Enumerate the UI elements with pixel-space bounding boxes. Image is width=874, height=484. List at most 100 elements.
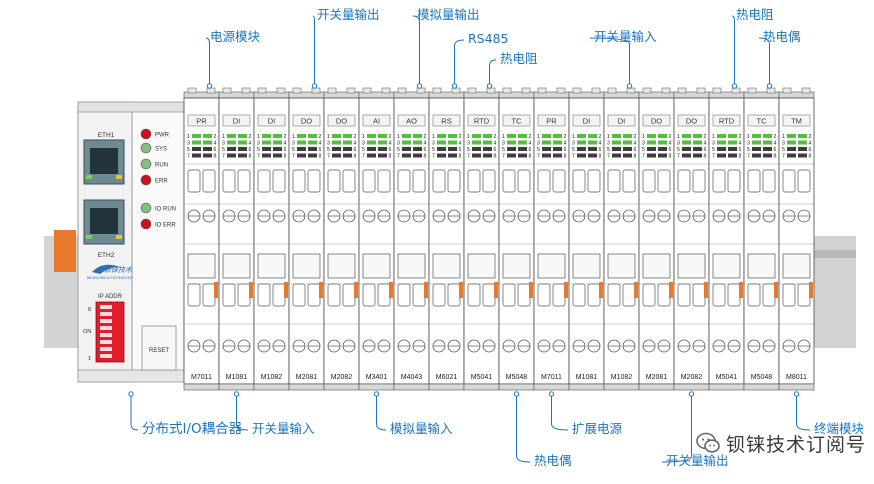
module-top-tab [696, 87, 706, 94]
module-top-tab [747, 87, 757, 94]
channel-led-icon [343, 134, 352, 138]
module-tag-box [572, 114, 601, 127]
channel-led-icon [542, 153, 551, 158]
module-tag-box [327, 114, 356, 127]
channel-led-icon [693, 140, 702, 145]
channel-number: 5 [782, 147, 785, 153]
channel-led-icon [227, 134, 236, 138]
channel-led-icon [763, 147, 772, 151]
channel-number: 4 [424, 141, 427, 147]
clamp-release-tab [257, 283, 271, 307]
channel-number: 7 [712, 154, 715, 160]
channel-number: 7 [187, 154, 190, 160]
channel-number: 2 [739, 134, 742, 140]
led-label: IO ERR [155, 222, 176, 228]
module-model-label: M1081 [226, 374, 248, 381]
channel-led-icon [413, 134, 422, 138]
module-bottom-cap [183, 383, 220, 391]
channel-number: 6 [319, 147, 322, 153]
channel-number: 1 [222, 134, 225, 140]
channel-led-icon [623, 147, 632, 151]
clamp-release-tab [257, 169, 271, 193]
clamp-release-tab [797, 283, 811, 307]
channel-led-icon [623, 153, 632, 158]
module-clip [607, 253, 636, 279]
channel-led-icon [343, 147, 352, 151]
channel-led-icon [227, 147, 236, 151]
channel-led-icon [378, 134, 387, 138]
channel-led-icon [238, 140, 247, 145]
module-tag-label: DI [268, 117, 276, 126]
clamp-release-tab [237, 283, 251, 307]
module-bottom-cap [743, 383, 780, 391]
channel-number: 3 [467, 141, 470, 147]
channel-led-icon [553, 140, 562, 145]
channel-number: 6 [809, 147, 812, 153]
channel-led-icon [262, 140, 271, 145]
module-top-tab [607, 87, 617, 94]
channel-led-icon [553, 153, 562, 158]
module-bottom-cap [778, 383, 815, 391]
leader-line-top [312, 15, 315, 86]
channel-number: 8 [249, 154, 252, 160]
channel-led-icon [297, 147, 306, 151]
clamp-release-tab [607, 169, 621, 193]
channel-number: 4 [319, 141, 322, 147]
annotation-label-top: 开关量输入 [594, 29, 657, 44]
channel-number: 3 [327, 141, 330, 147]
channel-led-icon [798, 140, 807, 145]
brand-logo-icon [92, 264, 122, 274]
channel-number: 6 [529, 147, 532, 153]
module-top-tab [556, 87, 566, 94]
module-top-tab [362, 87, 372, 94]
module-model-label: M2081 [296, 374, 318, 381]
clamp-release-tab [747, 169, 761, 193]
clamp-release-tab [307, 169, 321, 193]
channel-led-icon [437, 140, 446, 145]
channel-led-icon [332, 140, 341, 145]
channel-number: 6 [424, 147, 427, 153]
clamp-release-tab [692, 283, 706, 307]
channel-led-icon [378, 153, 387, 158]
module-bottom-cap [323, 383, 360, 391]
module-model-label: M5048 [506, 374, 528, 381]
channel-number: 4 [459, 141, 462, 147]
module-body [218, 97, 255, 385]
channel-led-icon [203, 134, 212, 138]
channel-number: 3 [572, 141, 575, 147]
module-tag-label: TM [791, 117, 802, 126]
watermark: 钡铼技术订阅号 [696, 432, 866, 456]
channel-number: 6 [459, 147, 462, 153]
channel-led-icon [752, 153, 761, 158]
module-tag-label: PR [546, 117, 557, 126]
status-led-icon [140, 218, 152, 230]
channel-number: 5 [502, 147, 505, 153]
channel-number: 5 [327, 147, 330, 153]
leader-dot [766, 83, 773, 89]
status-led-icon [140, 128, 152, 140]
module-bottom-cap [288, 383, 325, 391]
channel-number: 1 [712, 134, 715, 140]
channel-led-icon [647, 134, 656, 138]
channel-number: 7 [782, 154, 785, 160]
module-body [708, 97, 745, 385]
module-tag-label: TC [512, 117, 523, 126]
channel-number: 3 [292, 141, 295, 147]
module-top-tab [782, 87, 792, 94]
channel-led-icon [227, 153, 236, 158]
clamp-release-tab [202, 283, 216, 307]
module-top-tab [591, 87, 601, 94]
dip-bottom-label: 1 [88, 356, 91, 362]
leader-line-top [205, 37, 210, 86]
channel-led-icon [518, 134, 527, 138]
coupler-top-cap [77, 101, 185, 113]
module-body [463, 97, 500, 385]
channel-led-icon [787, 134, 796, 138]
channel-led-icon [717, 134, 726, 138]
channel-led-icon [448, 147, 457, 151]
dip-switch-lever [100, 312, 112, 316]
module-bottom-cap [603, 383, 640, 391]
leader-line-top [454, 39, 465, 86]
